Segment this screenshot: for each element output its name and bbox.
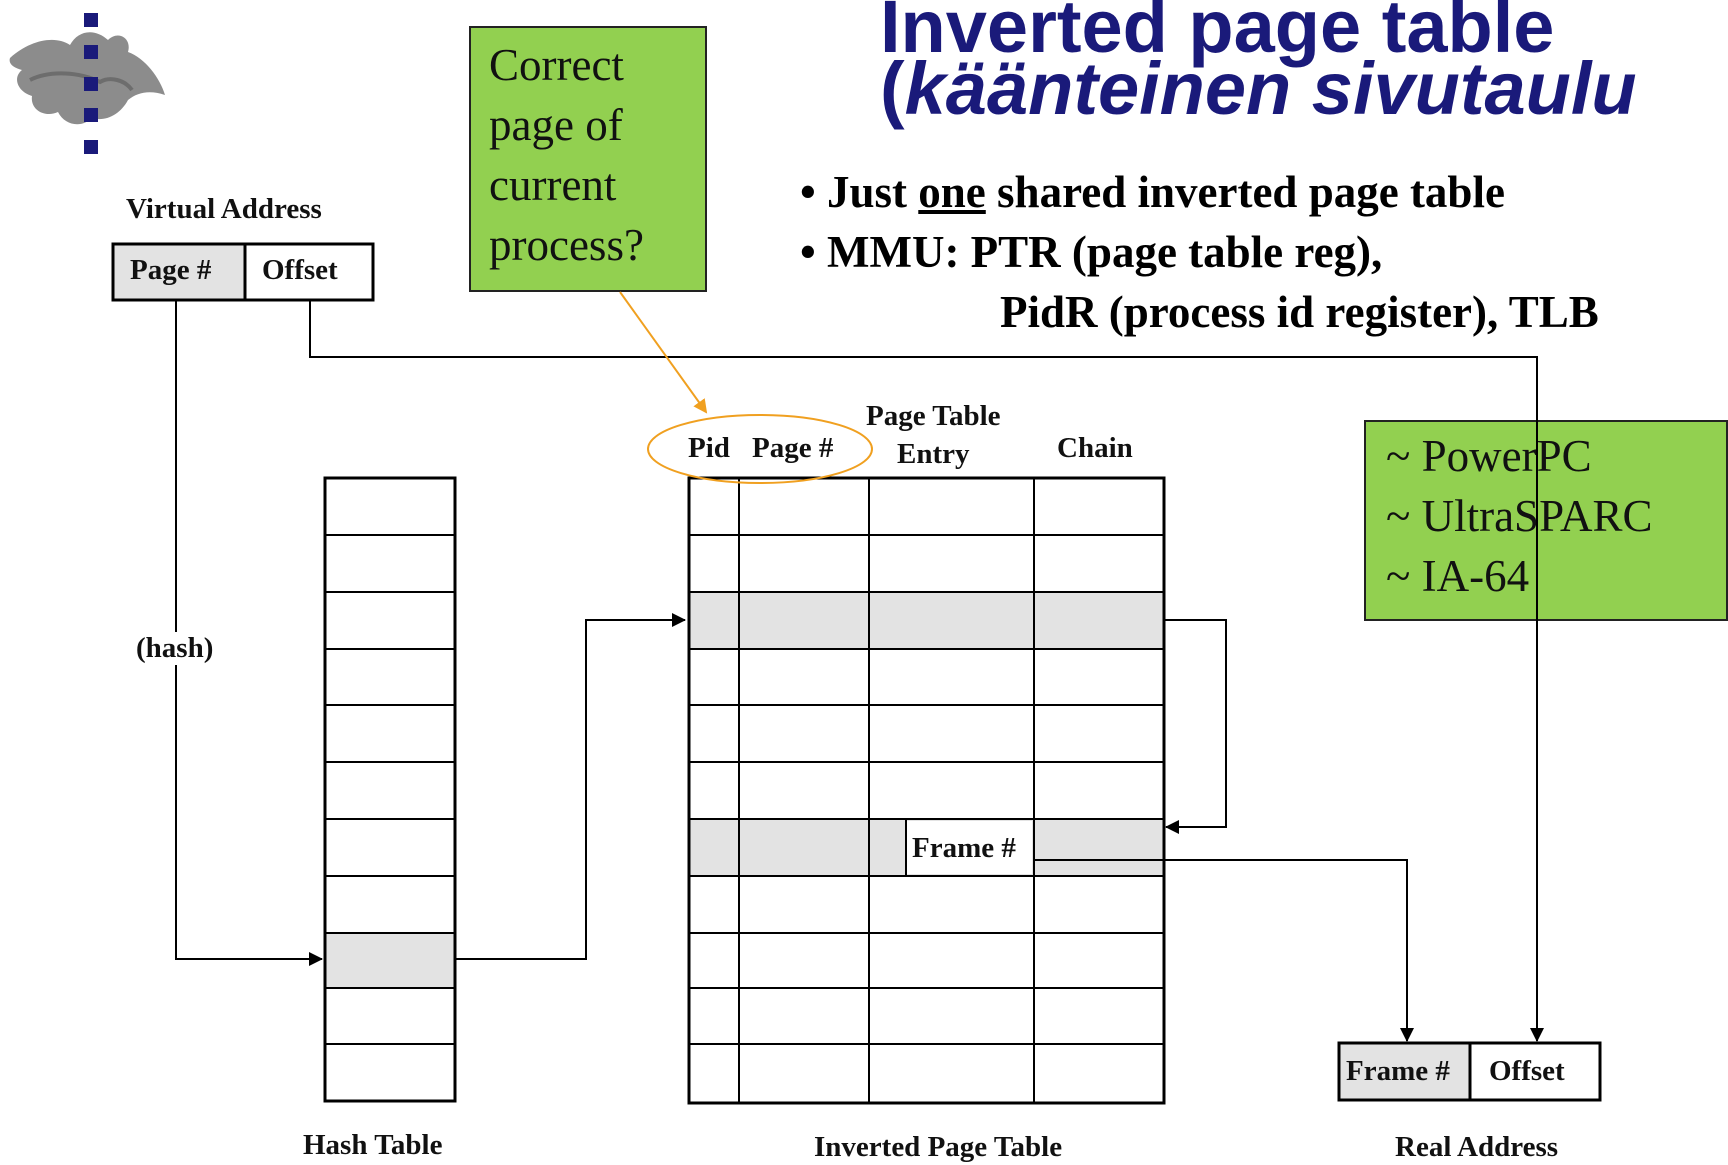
- bullet-item-continuation: PidR (process id register), TLB: [1000, 287, 1599, 337]
- architectures-callout: ~ PowerPC ~ UltraSPARC ~ IA-64: [1364, 420, 1728, 621]
- title-line-2: (käänteinen sivutaulu: [880, 47, 1637, 130]
- hash-function-label: (hash): [136, 632, 214, 665]
- inverted-page-table-label: Inverted Page Table: [814, 1131, 1063, 1163]
- hash-table-label: Hash Table: [303, 1129, 443, 1161]
- correct-page-callout: Correct page of current process?: [469, 26, 707, 292]
- inverted-page-table: [687, 476, 1166, 1105]
- logo-square-icon: [84, 108, 98, 122]
- university-logo: [0, 0, 170, 160]
- virtual-address-label: Virtual Address: [126, 193, 322, 225]
- va-page-field: Page #: [130, 254, 212, 286]
- bullet-list: • Just one shared inverted page table • …: [800, 162, 1599, 342]
- logo-square-icon: [84, 140, 98, 154]
- underlined-word: one: [918, 167, 986, 217]
- chain-connector: [1164, 619, 1227, 834]
- chain-column-header: Chain: [1057, 432, 1133, 464]
- hash-table: [323, 476, 457, 1103]
- bullet-item: • Just one shared inverted page table: [800, 167, 1505, 217]
- real-address-label: Real Address: [1395, 1131, 1559, 1163]
- logo-square-icon: [84, 13, 98, 27]
- bullet-item: • MMU: PTR (page table reg),: [800, 227, 1383, 277]
- frame-number-cell: Frame #: [912, 832, 1016, 864]
- frame-connector: [1034, 859, 1414, 1042]
- title-line-1: Inverted page table: [880, 0, 1555, 68]
- pid-column-header: Pid: [688, 432, 730, 464]
- hash-connector: [175, 300, 323, 966]
- hash-to-table-connector: [455, 613, 686, 960]
- ra-frame-field: Frame #: [1346, 1055, 1450, 1087]
- page-column-header: Page #: [752, 432, 834, 464]
- ra-offset-field: Offset: [1489, 1055, 1565, 1087]
- logo-square-icon: [84, 45, 98, 59]
- slide-title: Inverted page table (käänteinen sivutaul…: [880, 0, 1637, 130]
- logo-square-icon: [84, 77, 98, 91]
- pte-column-header: Page Table Entry: [866, 400, 1001, 470]
- callout-pointer: [619, 291, 708, 414]
- va-offset-field: Offset: [262, 254, 338, 286]
